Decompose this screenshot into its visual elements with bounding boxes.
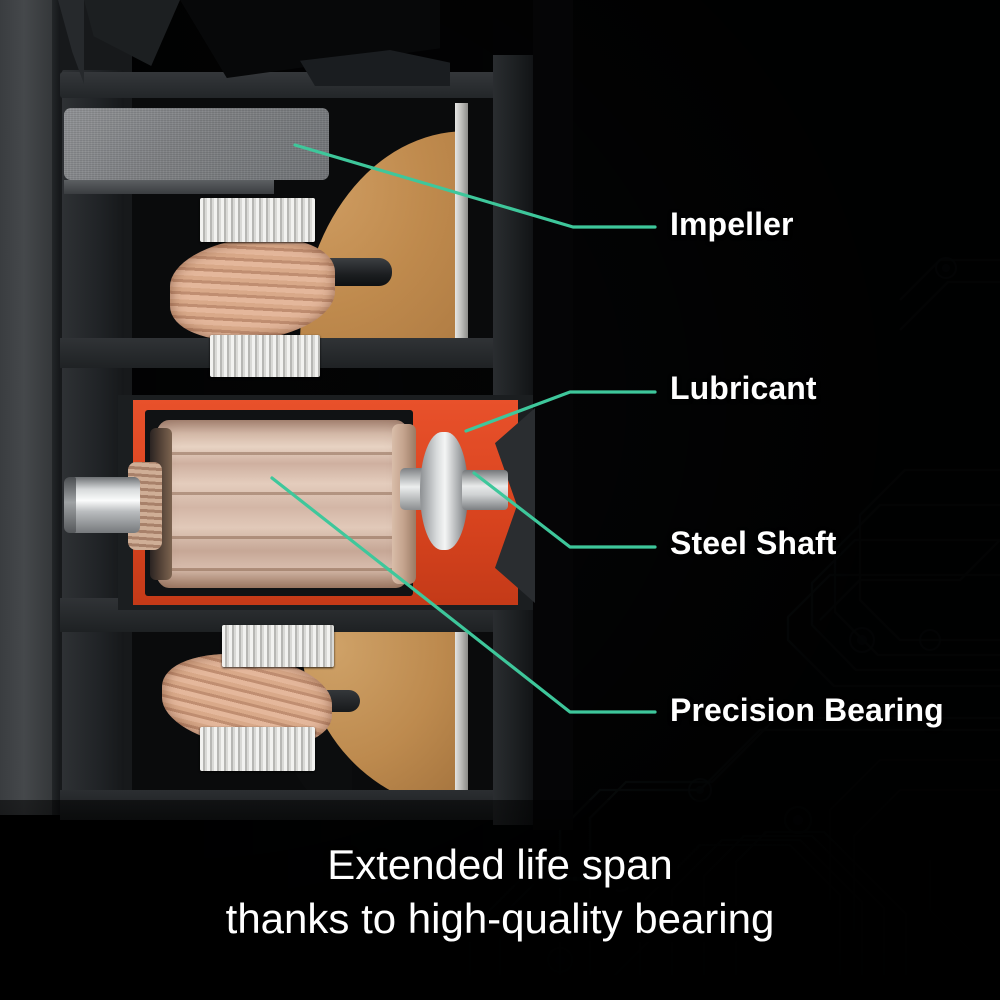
caption-line-2: thanks to high-quality bearing (225, 895, 775, 942)
impeller-edge-strip-lower (455, 630, 468, 810)
stator-lamination-lower-inner (222, 625, 334, 667)
fan-label-plate-ledge (64, 180, 274, 194)
rotor-groove (158, 492, 404, 495)
fan-frame-right-shadow (533, 0, 573, 830)
steel-shaft-right-end (462, 470, 508, 510)
rotor-core (155, 420, 410, 588)
stator-lamination-lower-outer (200, 727, 315, 771)
rotor-groove (158, 452, 404, 455)
caption-gradient-overlay (0, 800, 1000, 1000)
leader-line-steel-shaft (472, 471, 657, 549)
stator-lamination-upper-inner (210, 335, 320, 377)
steel-shaft-left-end (68, 477, 140, 533)
callout-label-precision-bearing: Precision Bearing (670, 692, 944, 728)
fan-label-plate (64, 108, 329, 180)
fan-cutaway-illustration (0, 0, 573, 830)
fan-frame-left-outer (0, 0, 60, 815)
rotor-groove (158, 536, 404, 539)
leader-line-precision-bearing (270, 476, 657, 714)
callout-label-impeller: Impeller (670, 206, 794, 242)
impeller-edge-strip-upper (455, 103, 468, 341)
callout-label-lubricant: Lubricant (670, 370, 817, 406)
callout-label-steel-shaft: Steel Shaft (670, 525, 837, 561)
rotor-groove (158, 568, 404, 571)
leader-line-lubricant (464, 390, 657, 433)
leader-line-impeller (293, 143, 657, 229)
fan-frame-rail-top (60, 72, 535, 98)
caption-line-1: Extended life span (327, 841, 673, 888)
precision-bearing-washer (420, 432, 468, 550)
steel-shaft-left-tip (64, 477, 76, 533)
caption-block: Extended life span thanks to high-qualit… (0, 838, 1000, 946)
stator-lamination-upper-outer (200, 198, 315, 242)
